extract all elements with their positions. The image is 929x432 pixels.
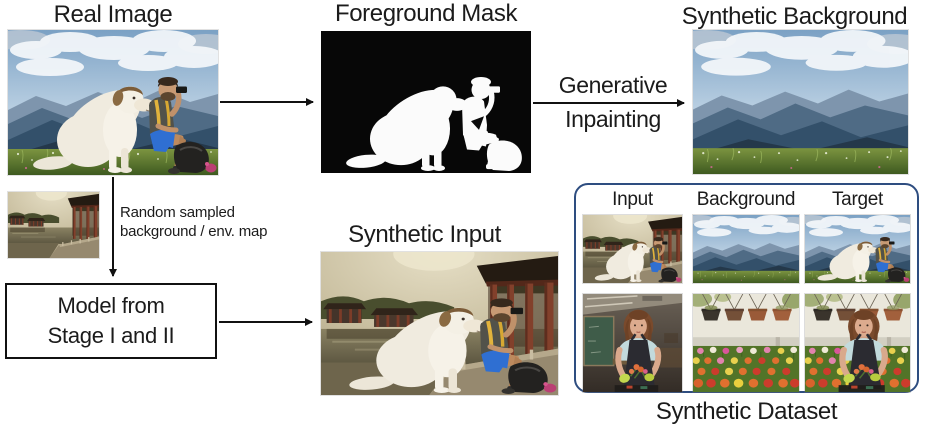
foreground-mask-title: Foreground Mask: [334, 0, 518, 27]
dataset-thumb-r1-input: [583, 215, 682, 283]
dataset-column-header-background: Background: [696, 189, 796, 210]
synthetic-dataset-panel: Input Background Target: [574, 183, 919, 393]
random-sample-label: Random sampled background / env. map: [120, 203, 267, 241]
synthetic-background-title: Synthetic Background: [681, 3, 908, 30]
dataset-column-header-target: Target: [831, 189, 883, 210]
model-stage-box-line2: Stage I and II: [47, 323, 175, 348]
synthetic-background-photo: [693, 30, 908, 174]
synthetic-dataset-caption: Synthetic Dataset: [655, 398, 838, 425]
dataset-thumb-r2-background: [693, 294, 799, 392]
synthetic-input-title: Synthetic Input: [348, 221, 501, 248]
model-stage-box: Model from Stage I and II: [5, 283, 217, 359]
model-stage-box-line1: Model from: [57, 293, 165, 318]
real-image-title: Real Image: [53, 1, 173, 28]
real-image-photo: [8, 30, 218, 175]
generative-inpainting-label-line1: Generative: [558, 72, 668, 98]
random-sample-label-line2: background / env. map: [120, 223, 268, 240]
dataset-column-header-input: Input: [612, 189, 653, 210]
generative-inpainting-label-line2: Inpainting: [565, 106, 661, 132]
synthetic-input-photo: [321, 252, 558, 395]
foreground-mask-photo: [321, 31, 531, 173]
env-map-photo: [8, 192, 99, 258]
dataset-thumb-r2-target: [805, 294, 910, 392]
dataset-thumb-r1-background: [693, 215, 799, 283]
random-sample-label-line1: Random sampled: [120, 204, 235, 221]
dataset-thumb-r1-target: [805, 215, 910, 283]
dataset-thumb-r2-input: [583, 294, 682, 392]
